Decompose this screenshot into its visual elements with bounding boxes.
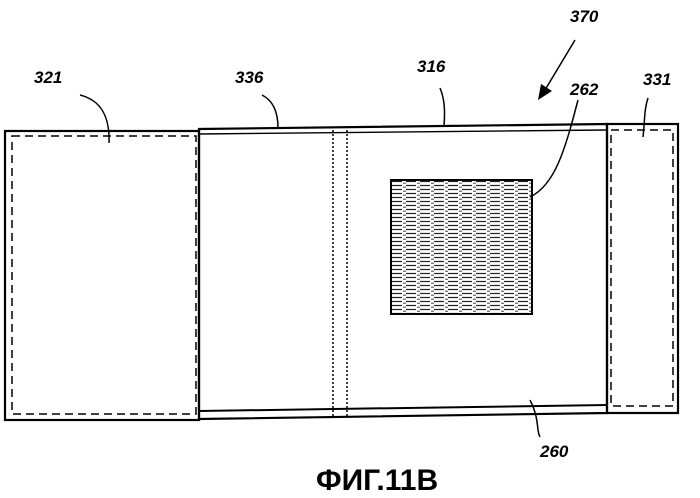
label-262: 262	[569, 80, 599, 99]
leader-336	[262, 95, 278, 128]
label-331: 331	[643, 70, 671, 89]
leader-316	[440, 88, 445, 126]
label-370: 370	[570, 7, 599, 26]
absorbent-pad-262	[391, 180, 532, 314]
label-316: 316	[417, 57, 446, 76]
leader-lines	[80, 88, 648, 437]
figure-caption: ФИГ.11В	[316, 464, 438, 497]
leader-262	[530, 100, 578, 197]
left-flap-321	[5, 131, 199, 420]
leader-331	[643, 98, 648, 137]
label-336: 336	[235, 68, 264, 87]
right-flap-331	[607, 124, 678, 413]
label-321: 321	[34, 68, 62, 87]
label-260: 260	[539, 442, 569, 461]
